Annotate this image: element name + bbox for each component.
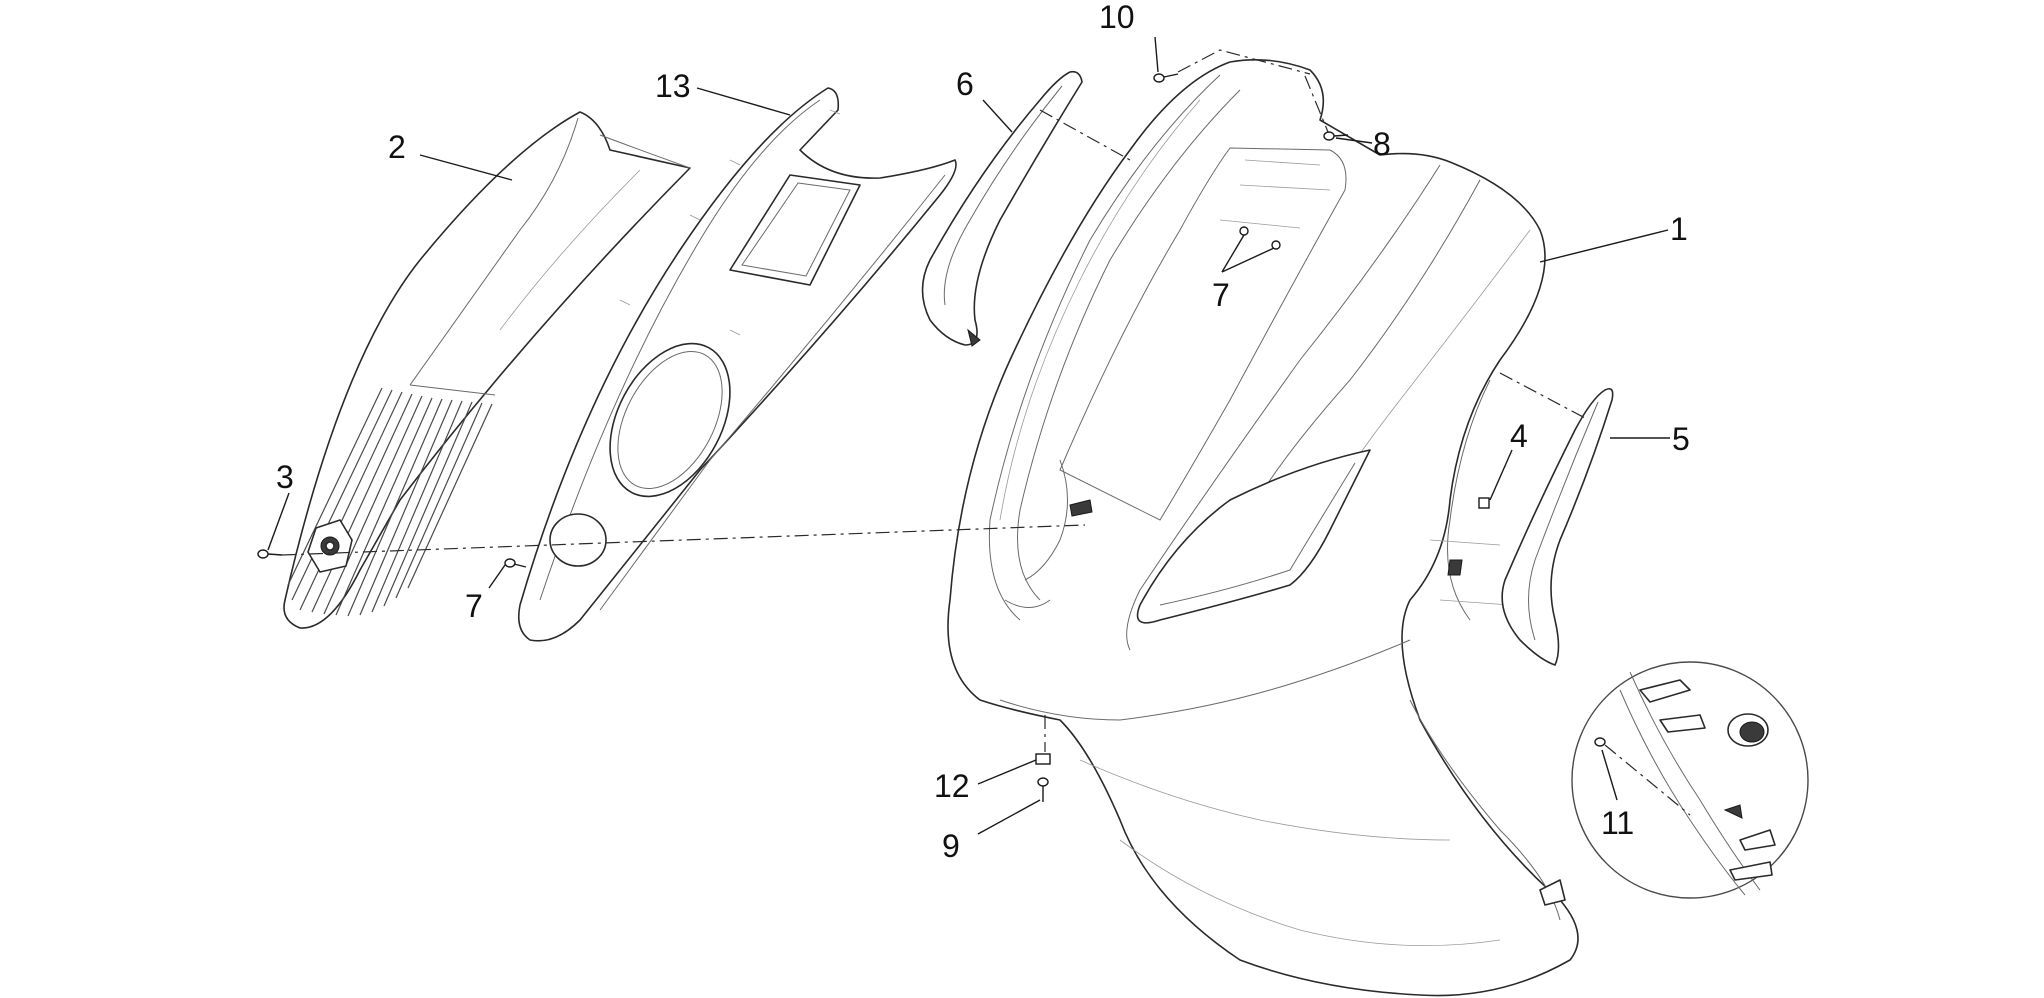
- bottom-hole: [549, 513, 607, 567]
- screw-11: [1594, 737, 1606, 747]
- callout-7-upper: 7: [1212, 277, 1230, 313]
- part-6-trim-strip: [921, 70, 1083, 347]
- callout-6: 6: [956, 66, 974, 102]
- part-2-grille-cover: [283, 111, 691, 629]
- screw-7-left: [504, 558, 527, 568]
- screw-8: [1323, 131, 1349, 141]
- callout-1: 1: [1670, 211, 1688, 247]
- screw-10: [1153, 73, 1179, 83]
- callout-9: 9: [942, 828, 960, 864]
- callout-4: 4: [1510, 418, 1528, 454]
- screw-9: [1037, 777, 1049, 802]
- callout-5: 5: [1672, 421, 1690, 457]
- assembly-lines: [281, 49, 1691, 816]
- rubber-grommet: [1727, 713, 1769, 747]
- callout-labels: 1 2 3 4 5 6 7 7 8 9 10 11 12 13: [276, 0, 1690, 864]
- lower-window: [609, 342, 731, 498]
- nut-12: [1035, 753, 1051, 765]
- part-1-front-shield: [947, 58, 1579, 997]
- callout-13: 13: [655, 68, 691, 104]
- side-vent: [1136, 449, 1371, 624]
- clip-4: [1478, 497, 1490, 509]
- leader-lines: [267, 36, 1670, 835]
- screw-3: [257, 549, 283, 559]
- zoom-detail-circle: [1571, 661, 1809, 899]
- callout-12: 12: [934, 768, 970, 804]
- upper-window: [729, 174, 861, 286]
- callout-11: 11: [1601, 805, 1634, 841]
- part-13-inner-panel: [517, 87, 957, 642]
- callout-10: 10: [1099, 0, 1135, 35]
- callout-3: 3: [276, 459, 294, 495]
- callout-2: 2: [388, 129, 406, 165]
- callout-7-left: 7: [465, 588, 483, 624]
- grille-slats: [287, 387, 493, 617]
- callout-8: 8: [1373, 126, 1391, 162]
- part-5-right-trim: [1501, 387, 1614, 666]
- grille-emblem-boss: [307, 519, 353, 573]
